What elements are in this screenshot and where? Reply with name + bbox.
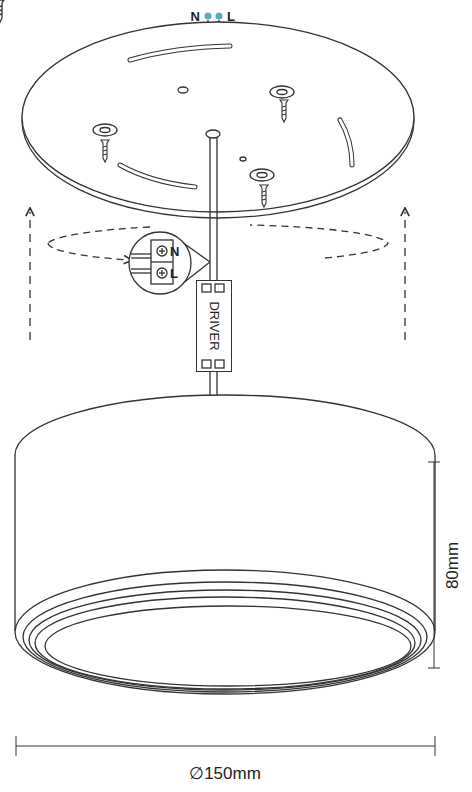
terminal-label: L [170,267,178,280]
terminal-label: N [170,245,179,258]
driver-label: DRIVER [208,301,221,350]
dimension-label: 80mm [444,541,461,588]
terminal-label: N [191,10,200,23]
driver-box: DRIVER [196,280,232,372]
terminal-label: L [227,10,235,23]
dimension-label: ∅150mm [189,765,261,782]
